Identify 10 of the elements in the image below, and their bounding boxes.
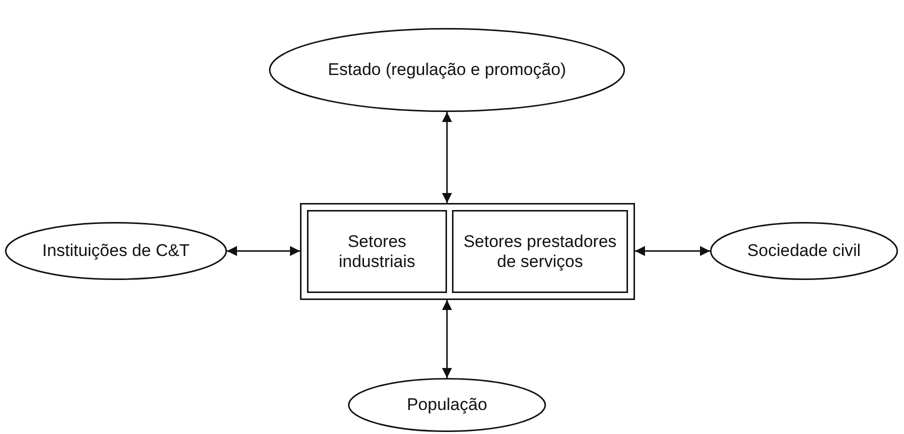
node-label: Estado (regulação e promoção): [328, 60, 566, 80]
double-arrow: [442, 300, 452, 378]
double-arrow: [227, 246, 300, 256]
node-label: População: [406, 395, 488, 415]
double-arrow: [442, 112, 452, 203]
node-label: Setores industriais: [338, 232, 416, 272]
node-label: Setores prestadores de serviços: [462, 232, 618, 272]
node-label: Sociedade civil: [747, 241, 861, 261]
node-label: Instituições de C&T: [42, 241, 190, 261]
double-arrow: [635, 246, 710, 256]
